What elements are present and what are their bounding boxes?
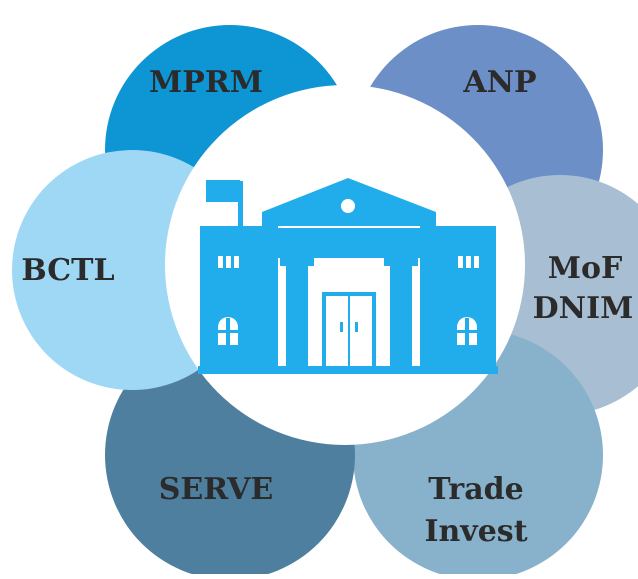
label-trade-line1: Trade <box>428 472 523 507</box>
label-bctl: BCTL <box>21 253 114 288</box>
label-serve: SERVE <box>159 472 274 507</box>
label-mprm: MPRM <box>149 65 263 100</box>
label-anp: ANP <box>462 65 536 100</box>
label-mof-line2: DNIM <box>533 291 634 326</box>
label-mof-line1: MoF <box>548 251 623 286</box>
building-window-bars <box>218 296 477 366</box>
label-trade-line2: Invest <box>424 514 527 549</box>
